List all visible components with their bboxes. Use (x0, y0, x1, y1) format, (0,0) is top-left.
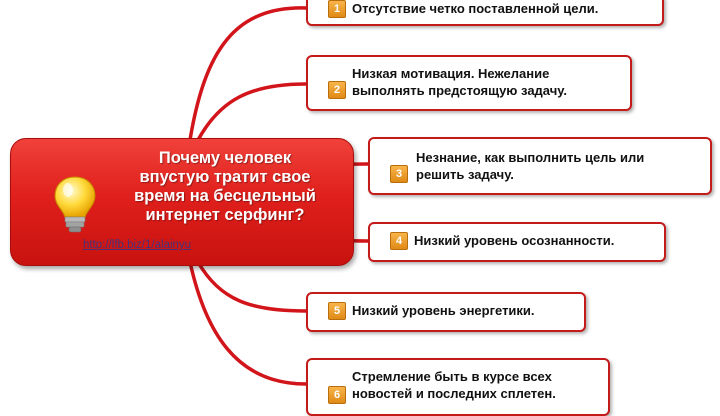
number-badge: 1 (328, 0, 346, 18)
subtopic-text: Низкая мотивация. Нежелание выполнять пр… (352, 66, 567, 98)
subtopic-text: Незнание, как выполнить цель или решить … (416, 150, 645, 182)
subtopic-2[interactable]: 2 Низкая мотивация. Нежелание выполнять … (306, 55, 632, 111)
subtopic-5[interactable]: 5 Низкий уровень энергетики. (306, 292, 586, 332)
subtopic-text: Стремление быть в курсе всех новостей и … (352, 369, 556, 401)
central-topic-title: Почему человек впустую тратит свое время… (134, 149, 316, 224)
central-topic[interactable]: Почему человек впустую тратит свое время… (10, 138, 354, 266)
subtopic-text: Низкий уровень энергетики. (352, 303, 535, 318)
number-badge: 5 (328, 302, 346, 320)
lightbulb-icon (54, 176, 96, 233)
subtopic-3[interactable]: 3 Незнание, как выполнить цель или решит… (368, 137, 712, 195)
branch-line-1 (188, 6, 308, 142)
number-badge: 6 (328, 386, 346, 404)
subtopic-text: Низкий уровень осознанности. (414, 233, 615, 248)
branch-line-6 (188, 260, 308, 386)
central-topic-link[interactable]: http://lfb.biz/1/alainyu (83, 239, 192, 251)
number-badge: 3 (390, 165, 408, 183)
subtopic-1[interactable]: 1 Отсутствие четко поставленной цели. (306, 0, 664, 26)
subtopic-4[interactable]: 4 Низкий уровень осознанности. (368, 222, 666, 262)
branch-line-2 (196, 82, 308, 142)
subtopic-6[interactable]: 6 Стремление быть в курсе всех новостей … (306, 358, 610, 416)
number-badge: 4 (390, 232, 408, 250)
number-badge: 2 (328, 81, 346, 99)
branch-line-5 (196, 260, 308, 313)
subtopic-text: Отсутствие четко поставленной цели. (352, 1, 599, 16)
